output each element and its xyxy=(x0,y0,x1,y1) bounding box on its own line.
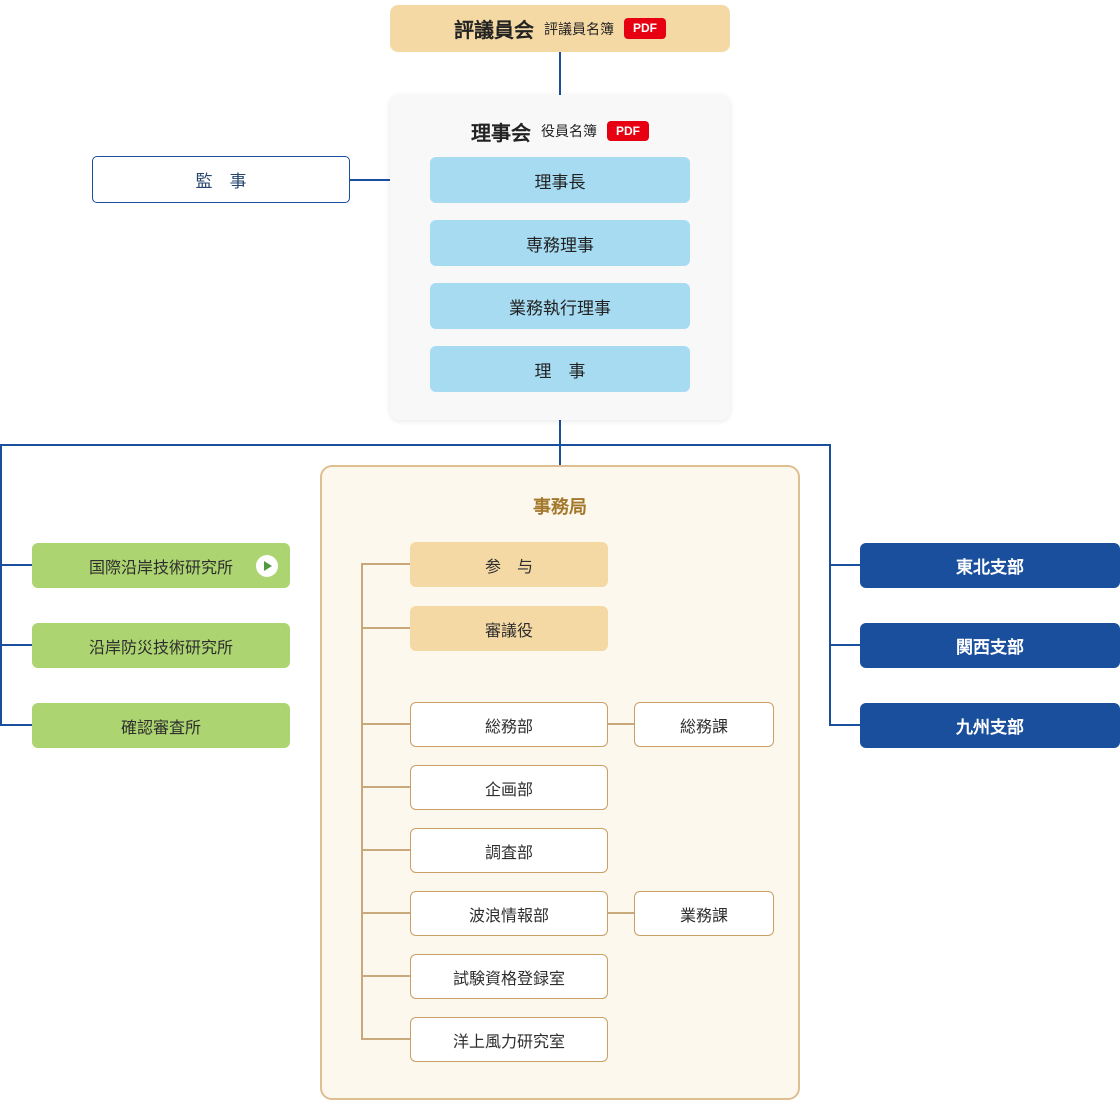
connector-line xyxy=(361,563,410,565)
board-pdf-badge[interactable]: PDF xyxy=(607,120,649,142)
council-title: 評議員会 xyxy=(454,20,534,42)
connector-line xyxy=(361,723,410,725)
section-box-operations: 業務課 xyxy=(634,891,774,936)
connector-line xyxy=(361,975,410,977)
institute-label: 沿岸防災技術研究所 xyxy=(88,639,233,657)
connector-line xyxy=(608,912,634,914)
institute-box-international-coastal[interactable]: 国際沿岸技術研究所 xyxy=(32,543,290,588)
board-roster-label: 役員名簿 xyxy=(541,123,597,139)
connector-line xyxy=(361,1038,410,1040)
board-title: 理事会 xyxy=(471,122,531,145)
connector-line xyxy=(608,723,634,725)
dept-box-offshore-wind-research: 洋上風力研究室 xyxy=(410,1017,608,1062)
auditor-box: 監 事 xyxy=(92,156,350,203)
connector-line xyxy=(829,644,860,646)
branch-box-kansai: 関西支部 xyxy=(860,623,1120,668)
advisor-box: 参 与 xyxy=(410,542,608,587)
play-icon xyxy=(256,554,278,577)
board-member-president: 理事長 xyxy=(430,157,690,203)
connector-line xyxy=(829,564,860,566)
connector-line xyxy=(361,849,410,851)
section-box-general-affairs: 総務課 xyxy=(634,702,774,747)
institute-box-confirmation-examination: 確認審査所 xyxy=(32,703,290,748)
board-member-director: 理 事 xyxy=(430,346,690,392)
connector-line xyxy=(361,786,410,788)
institute-label: 国際沿岸技術研究所 xyxy=(88,559,233,577)
connector-line xyxy=(0,444,2,726)
institute-box-coastal-disaster-prevention: 沿岸防災技術研究所 xyxy=(32,623,290,668)
dept-box-exam-qualification-registration: 試験資格登録室 xyxy=(410,954,608,999)
connector-line xyxy=(829,444,831,726)
connector-line xyxy=(0,644,32,646)
branch-box-kyushu: 九州支部 xyxy=(860,703,1120,748)
connector-line xyxy=(0,724,32,726)
dept-box-planning: 企画部 xyxy=(410,765,608,810)
board-member-senior-director: 専務理事 xyxy=(430,220,690,266)
connector-line xyxy=(350,179,390,181)
connector-line xyxy=(559,52,561,95)
secretariat-title: 事務局 xyxy=(533,497,587,517)
connector-line xyxy=(829,724,860,726)
board-member-executive-director: 業務執行理事 xyxy=(430,283,690,329)
dept-box-research: 調査部 xyxy=(410,828,608,873)
connector-line xyxy=(0,444,831,446)
branch-box-tohoku: 東北支部 xyxy=(860,543,1120,588)
connector-line xyxy=(361,912,410,914)
connector-line xyxy=(361,563,363,1040)
council-pdf-badge[interactable]: PDF xyxy=(624,18,666,39)
dept-box-wave-information: 波浪情報部 xyxy=(410,891,608,936)
board-header: 理事会 役員名簿 PDF xyxy=(390,117,730,145)
connector-line xyxy=(559,420,561,465)
dept-box-general-affairs: 総務部 xyxy=(410,702,608,747)
council-box: 評議員会 評議員名簿 PDF xyxy=(390,5,730,52)
council-roster-label: 評議員名簿 xyxy=(544,20,614,37)
connector-line xyxy=(361,627,410,629)
counselor-box: 審議役 xyxy=(410,606,608,651)
connector-line xyxy=(0,564,32,566)
institute-label: 確認審査所 xyxy=(120,719,201,737)
